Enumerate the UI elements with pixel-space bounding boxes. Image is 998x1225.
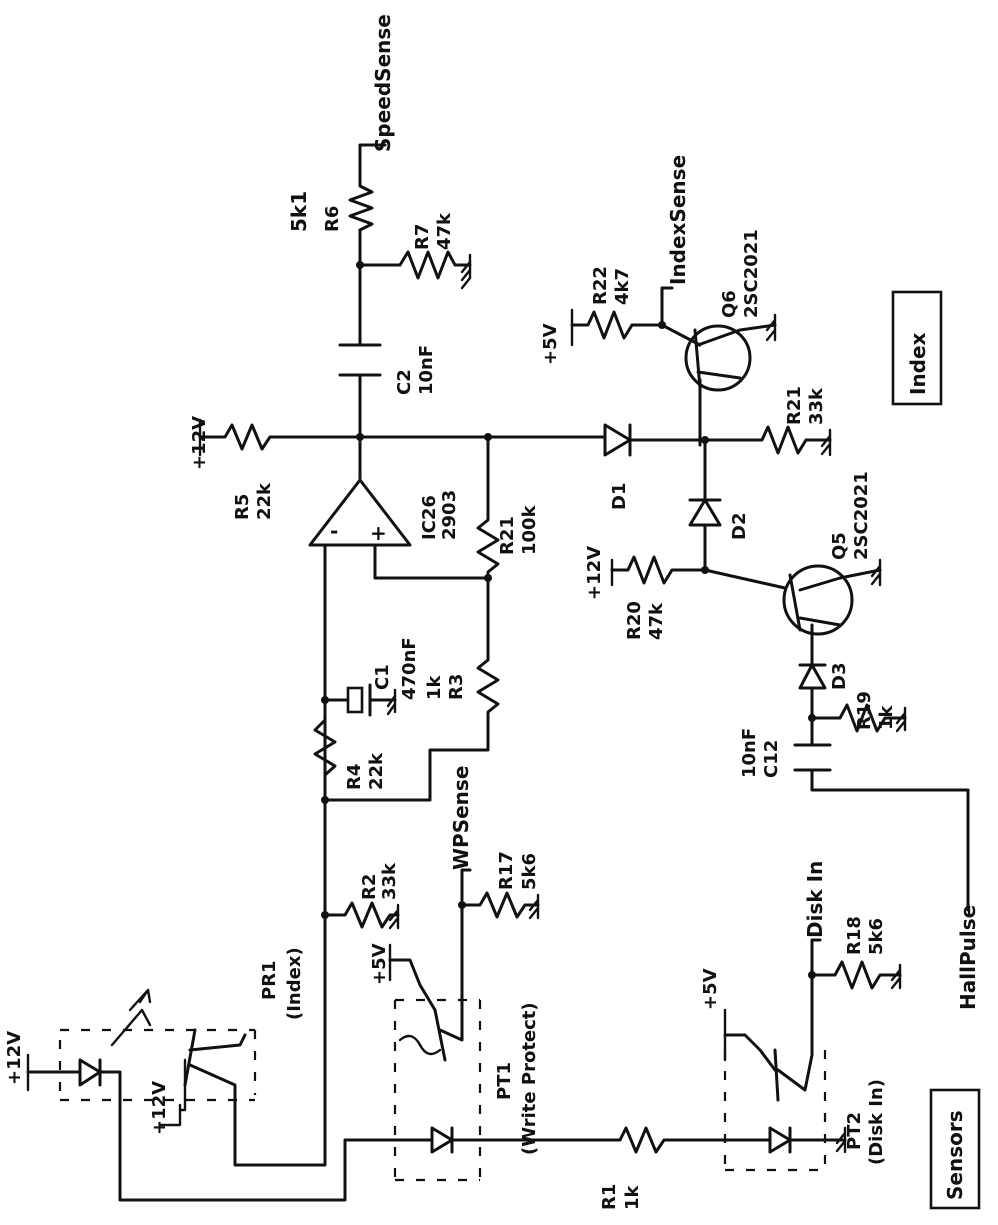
capacitor-c1: C1 470nF	[321, 637, 420, 717]
ic26-value: 2903	[439, 490, 460, 540]
r5-name: R5	[232, 494, 253, 520]
diode-d2: D2	[688, 438, 750, 574]
sensor-pt2: +5V Disk In R18 5k6 PT2 (Disk In)	[700, 861, 902, 1172]
q6-value: 2SC2021	[741, 229, 762, 318]
r1-value: 1k	[622, 1184, 643, 1210]
index-box-label: Index	[906, 332, 930, 395]
r19-name: R19	[854, 691, 875, 730]
r18-name: R18	[844, 916, 865, 955]
comparator-plus-pin: +	[370, 521, 387, 545]
q5-name: Q5	[829, 532, 850, 560]
pr1-note: (Index)	[284, 947, 305, 1020]
resistor-r20: +12V R20 47k	[584, 546, 707, 640]
r7-name: R7	[412, 224, 433, 250]
pt1-v5: +5V	[369, 943, 390, 985]
c1-name: C1	[372, 664, 393, 690]
r7-value: 47k	[434, 212, 455, 250]
capacitor-c2: C2 10nF	[338, 343, 437, 395]
r21a-name: R21	[497, 516, 518, 555]
c12-name: C12	[761, 740, 782, 778]
r3-name: R3	[446, 674, 467, 700]
resistor-r1: R1 1k	[450, 1126, 772, 1210]
r20-value: 47k	[646, 602, 667, 640]
diode-d1: D1	[486, 423, 709, 510]
r20-v12: +12V	[584, 546, 605, 600]
pt2-v5: +5V	[700, 968, 721, 1010]
r6-value: 5k1	[287, 191, 311, 232]
pt1-note: (Write Protect)	[519, 1002, 540, 1155]
r18-value: 5k6	[866, 918, 887, 955]
r4-value: 22k	[366, 752, 387, 790]
r5-v12: +12V	[189, 416, 210, 470]
r22-v5: +5V	[540, 323, 561, 365]
r3-value: 1k	[424, 674, 445, 700]
r6-name: R6	[322, 206, 343, 232]
index-box: Index	[891, 290, 943, 406]
feedback-network: R21 100k 1k R3	[321, 433, 540, 804]
r21a-value: 100k	[519, 504, 540, 555]
d3-name: D3	[829, 663, 850, 690]
d2-name: D2	[729, 513, 750, 540]
comparator-minus-pin: -	[330, 519, 338, 543]
r22-name: R22	[590, 266, 611, 305]
pr1-v12: +12V	[4, 1031, 25, 1085]
c1-value: 470nF	[399, 637, 420, 700]
resistor-r4: R4 22k	[313, 718, 387, 790]
r1-name: R1	[599, 1184, 620, 1210]
d1-name: D1	[609, 483, 630, 510]
wp-sense-branch: WPSense R17 5k6	[449, 766, 540, 920]
resistor-r2: R2 33k	[321, 862, 400, 930]
wp-sense-label: WPSense	[449, 766, 473, 870]
sensors-box-label: Sensors	[943, 1110, 967, 1200]
c2-value: 10nF	[416, 345, 437, 395]
resistor-r5: +12V R5 22k	[189, 416, 364, 520]
q6-name: Q6	[719, 290, 740, 318]
r21b-name: R21	[784, 386, 805, 425]
r4-name: R4	[344, 764, 365, 790]
speed-sense-branch: SpeedSense 5k1 R6 R7 47k	[287, 14, 472, 442]
r17-value: 5k6	[519, 853, 540, 890]
transistor-q5: Q5 2SC2021	[703, 471, 882, 662]
disk-in-label: Disk In	[803, 861, 827, 938]
resistor-r21b: R21 33k	[703, 386, 832, 457]
c2-name: C2	[394, 369, 415, 395]
r22-value: 4k7	[612, 268, 633, 305]
r19-value: 1k	[876, 704, 897, 730]
ic26-name: IC26	[419, 495, 440, 540]
pr1-name: PR1	[259, 960, 280, 1000]
pt1-name: PT1	[494, 1062, 515, 1100]
sensor-pt1: +5V PT1 (Write Protect)	[369, 903, 540, 1182]
c12-value: 10nF	[739, 728, 760, 778]
r20-name: R20	[624, 601, 645, 640]
r17-name: R17	[496, 851, 517, 890]
q5-value: 2SC2021	[851, 471, 872, 560]
pr1-v12b: +12V	[149, 1081, 170, 1135]
sensor-pr1: +12V +12V PR1 (Index)	[4, 947, 397, 1202]
r2-name: R2	[359, 874, 380, 900]
sensors-box: Sensors	[929, 1088, 981, 1210]
transistor-q6: Q6 2SC2021	[684, 229, 777, 447]
r2-value: 33k	[379, 862, 400, 900]
pt2-name: PT2	[844, 1112, 865, 1150]
pt2-note: (Disk In)	[866, 1079, 887, 1165]
speed-sense-label: SpeedSense	[371, 14, 395, 152]
hall-pulse-label: HallPulse	[956, 905, 980, 1010]
r21b-value: 33k	[806, 387, 827, 425]
index-sense-label: IndexSense	[666, 155, 690, 285]
r5-value: 22k	[254, 482, 275, 520]
index-sense-branch: +5V R22 4k7 IndexSense	[540, 155, 702, 365]
hall-input-network: D3 R19 1k 10nF C12 HallPulse	[739, 658, 980, 1010]
